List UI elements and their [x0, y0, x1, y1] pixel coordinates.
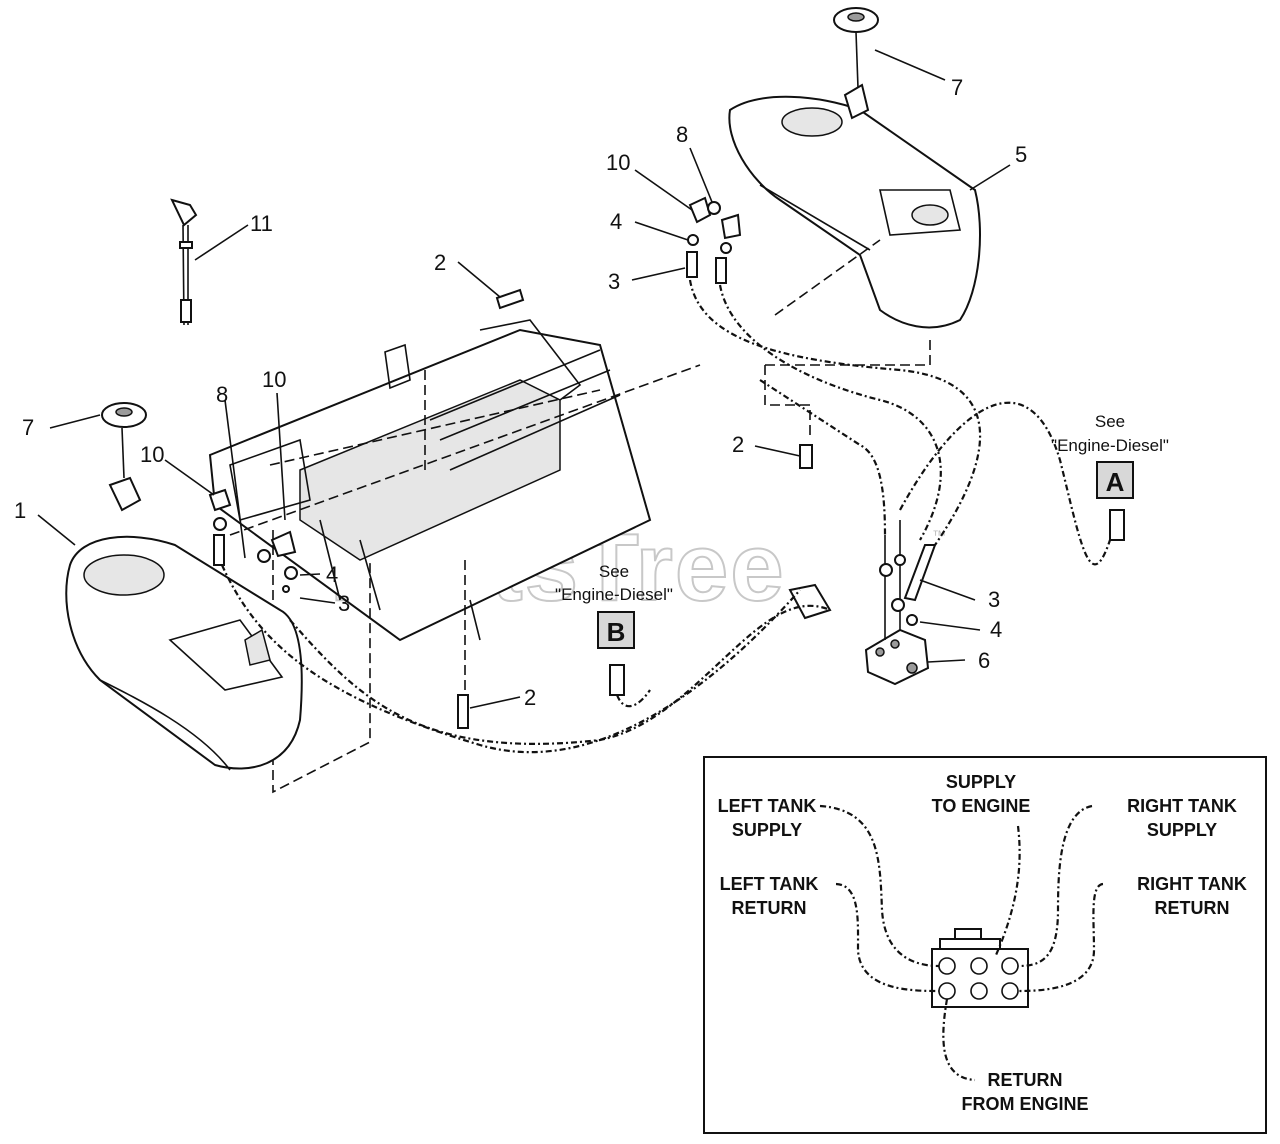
reference-a: See "Engine-Diesel" A: [1051, 412, 1169, 499]
right-fuel-tank: [728, 95, 981, 329]
left-fuel-tank: [65, 535, 303, 771]
callout-10-left: 10: [140, 442, 164, 467]
callout-8-right: 8: [676, 122, 688, 147]
callout-labels: 1 2 2 2 3 3 3 4 4 4 5 6 7 7 8 8 10 10 10…: [14, 75, 1027, 710]
callout-7-right: 7: [951, 75, 963, 100]
legend-right-tank-supply-2: SUPPLY: [1147, 820, 1217, 840]
callout-2-right: 2: [732, 432, 744, 457]
callout-3-left: 3: [338, 591, 350, 616]
callout-6: 6: [978, 648, 990, 673]
callout-4-top: 4: [610, 209, 622, 234]
fuel-hoses: [220, 239, 1112, 754]
callout-2-top: 2: [434, 250, 446, 275]
reference-b-letter: B: [607, 617, 626, 647]
legend-supply-to-engine-2: TO ENGINE: [932, 796, 1031, 816]
legend-right-tank-return-1: RIGHT TANK: [1137, 874, 1247, 894]
legend-left-tank-return-1: LEFT TANK: [720, 874, 819, 894]
callout-5: 5: [1015, 142, 1027, 167]
legend-supply-to-engine-1: SUPPLY: [946, 772, 1016, 792]
legend-left-tank-supply-2: SUPPLY: [732, 820, 802, 840]
callout-4-right: 4: [990, 617, 1002, 642]
reference-b-target: "Engine-Diesel": [555, 585, 673, 604]
callout-10-right: 10: [606, 150, 630, 175]
fittings: [208, 196, 1125, 729]
watermark-tm: ™: [932, 527, 946, 543]
callout-7-left: 7: [22, 415, 34, 440]
reference-b-see: See: [599, 562, 629, 581]
callout-11: 11: [250, 211, 273, 236]
callout-8-left: 8: [216, 382, 228, 407]
reference-b: See "Engine-Diesel" B: [555, 562, 673, 649]
leader-lines: [37, 49, 1011, 709]
legend-left-tank-supply-1: LEFT TANK: [718, 796, 817, 816]
reference-a-letter: A: [1106, 467, 1125, 497]
fuel-selector-valve: [788, 520, 937, 686]
chassis-frame: [208, 319, 701, 794]
legend-right-tank-return-2: RETURN: [1155, 898, 1230, 918]
callout-4-left: 4: [326, 562, 338, 587]
callout-2-bottom: 2: [524, 685, 536, 710]
left-fuel-cap: [101, 402, 147, 512]
legend-left-tank-return-2: RETURN: [732, 898, 807, 918]
fuel-gauge-rod: [170, 198, 198, 326]
hose-routing-legend: SUPPLY TO ENGINE LEFT TANK SUPPLY RIGHT …: [703, 756, 1267, 1134]
callout-10-center: 10: [262, 367, 286, 392]
reference-a-see: See: [1095, 412, 1125, 431]
callout-3-right: 3: [988, 587, 1000, 612]
right-fuel-cap: [833, 7, 879, 120]
callout-3-top: 3: [608, 269, 620, 294]
legend-return-from-engine-2: FROM ENGINE: [961, 1094, 1088, 1114]
legend-right-tank-supply-1: RIGHT TANK: [1127, 796, 1237, 816]
callout-1: 1: [14, 498, 26, 523]
legend-return-from-engine-1: RETURN: [988, 1070, 1063, 1090]
reference-a-target: "Engine-Diesel": [1051, 436, 1169, 455]
